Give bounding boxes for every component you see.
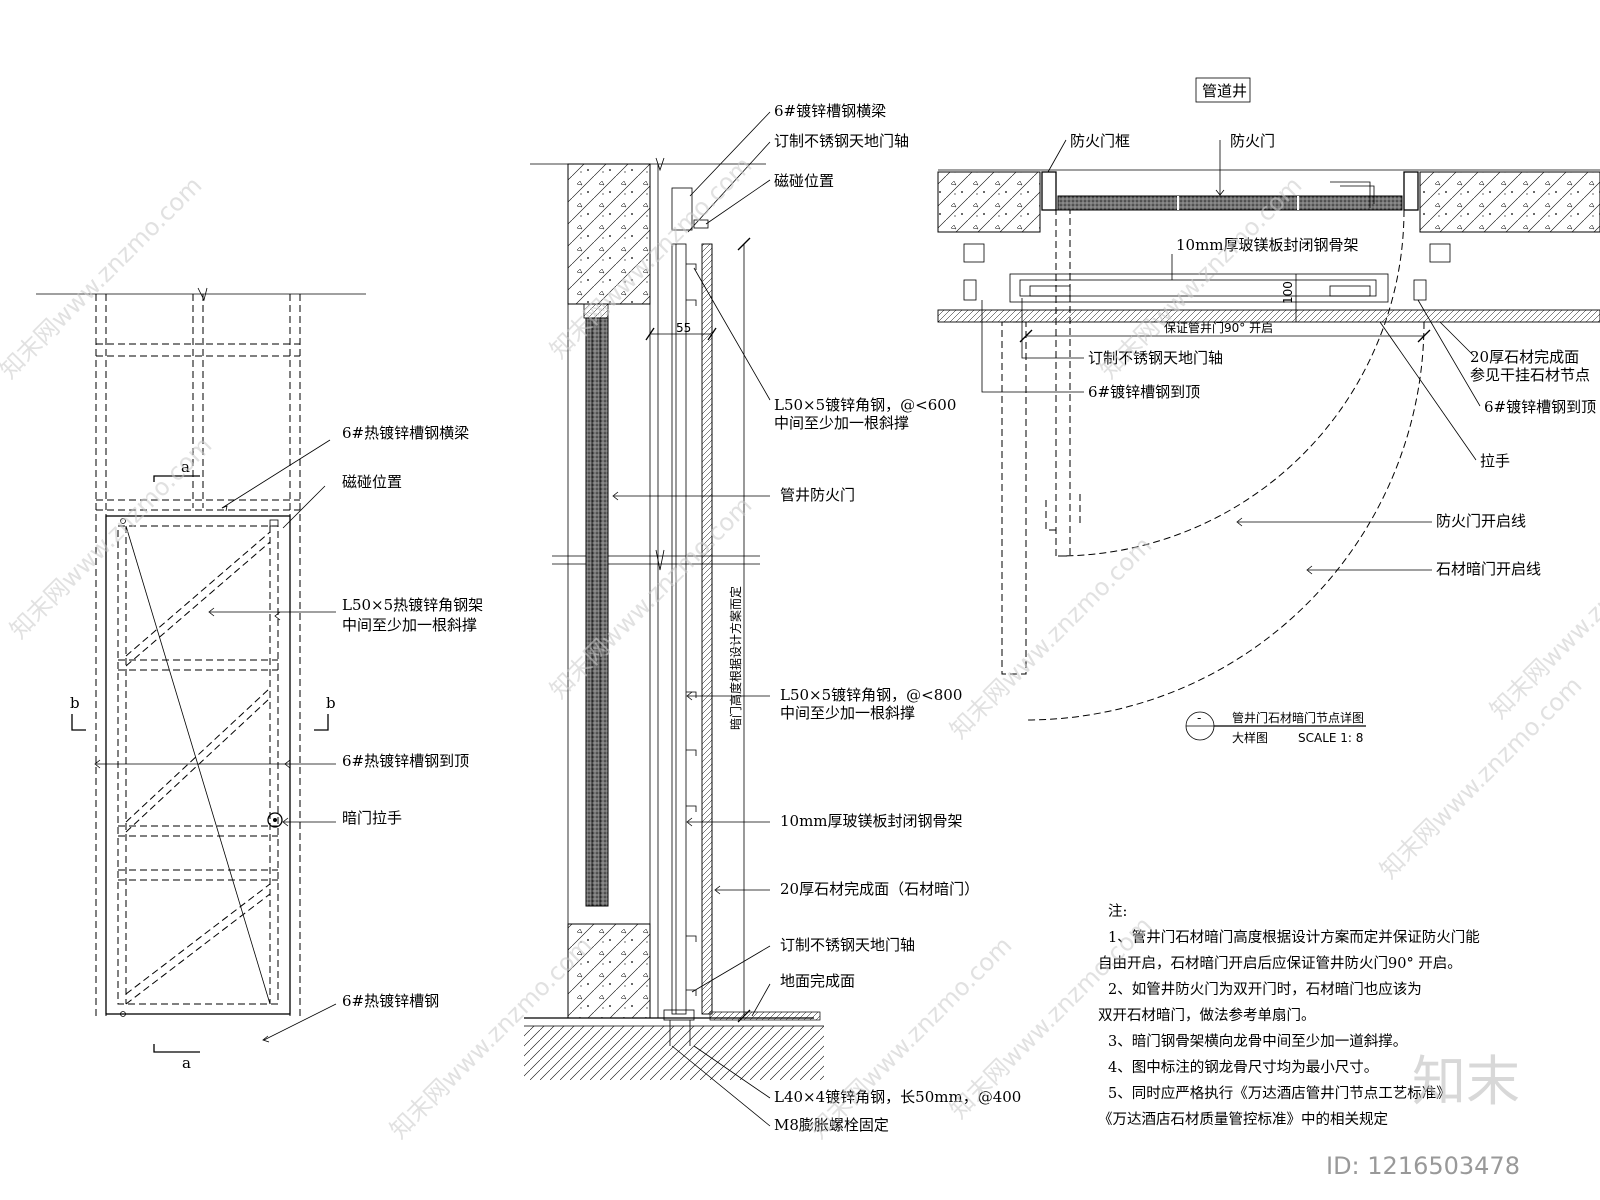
plan-title-box: 管道井 bbox=[1202, 82, 1247, 100]
label-fire-door-swing: 防火门开启线 bbox=[1436, 512, 1526, 530]
label-plan-channel-right: 6#镀锌槽钢到顶 bbox=[1484, 398, 1596, 416]
door-elevation: a a b b 6#热镀锌槽钢横梁 磁碰位置 L50×5热镀锌角钢架 中间至少加… bbox=[36, 287, 483, 1072]
label-plan-stone-2: 参见干挂石材节点 bbox=[1470, 366, 1590, 384]
label-angle-600: L50×5镀锌角钢，@<600 bbox=[774, 396, 956, 414]
watermark-9: 知末网www.znzmo.com bbox=[944, 531, 1157, 744]
image-id: ID: 1216503478 bbox=[1326, 1152, 1520, 1180]
section-mark-b-right: b bbox=[326, 694, 336, 712]
label-galv-beam: 6#镀锌槽钢横梁 bbox=[774, 102, 886, 120]
label-plan-handle: 拉手 bbox=[1480, 452, 1510, 470]
label-fire-door: 管井防火门 bbox=[780, 486, 855, 504]
label-plan-stone: 20厚石材完成面 bbox=[1470, 348, 1579, 366]
detail-sub: 大样图 bbox=[1232, 730, 1268, 745]
label-channel: 6#热镀锌槽钢 bbox=[342, 992, 439, 1010]
detail-scale: SCALE 1: 8 bbox=[1298, 731, 1363, 745]
label-fire-door-frame: 防火门框 bbox=[1070, 132, 1130, 150]
door-section: 暗门高度根据设计方案而定 55 6#镀锌槽钢横梁 订制不锈钢天地门轴 磁碰位置 … bbox=[524, 102, 1021, 1134]
label-plan-fire-door: 防火门 bbox=[1230, 132, 1275, 150]
label-magnet-position: 磁碰位置 bbox=[342, 473, 402, 491]
label-hot-galv-beam: 6#热镀锌槽钢横梁 bbox=[342, 424, 469, 442]
label-pivot-top: 订制不锈钢天地门轴 bbox=[774, 132, 909, 150]
label-stone-face: 20厚石材完成面（石材暗门） bbox=[780, 880, 979, 898]
watermark-5: 知末网www.znzmo.com bbox=[544, 491, 757, 704]
label-plan-pivot: 订制不锈钢天地门轴 bbox=[1088, 349, 1223, 367]
label-angle-800-2: 中间至少加一根斜撑 bbox=[780, 704, 915, 722]
note-line-8: 《万达酒店石材质量管控标准》中的相关规定 bbox=[1098, 1111, 1388, 1128]
door-plan: 管道井 100 保证管井门90° 开启 bbox=[937, 77, 1600, 745]
watermark-6: 知末网www.znzmo.com bbox=[804, 931, 1017, 1144]
section-mark-a-bottom: a bbox=[182, 1054, 191, 1072]
note-line-5: 3、暗门钢骨架横向龙骨中间至少加一道斜撑。 bbox=[1108, 1033, 1407, 1050]
note-line-2: 自由开启，石材暗门开启后应保证管井防火门90° 开启。 bbox=[1098, 954, 1462, 972]
detail-title-block: - 管井门石材暗门节点详图 大样图 SCALE 1: 8 bbox=[1185, 710, 1366, 745]
detail-name: 管井门石材暗门节点详图 bbox=[1232, 710, 1364, 725]
section-mark-b-left: b bbox=[70, 694, 80, 712]
label-angle-800: L50×5镀锌角钢，@<800 bbox=[780, 686, 962, 704]
label-channel-to-top: 6#热镀锌槽钢到顶 bbox=[342, 752, 469, 770]
detail-number: - bbox=[1197, 711, 1201, 725]
note-line-6: 4、图中标注的钢龙骨尺寸均为最小尺寸。 bbox=[1108, 1059, 1378, 1076]
label-pivot-bottom: 订制不锈钢天地门轴 bbox=[780, 936, 915, 954]
label-bolt: M8膨胀螺栓固定 bbox=[774, 1116, 889, 1134]
note-line-7: 5、同时应严格执行《万达酒店管井门节点工艺标准》 bbox=[1108, 1084, 1451, 1102]
note-line-3: 2、如管井防火门为双开门时，石材暗门也应该为 bbox=[1108, 980, 1422, 998]
label-floor-finish: 地面完成面 bbox=[780, 972, 855, 990]
label-plan-mgo: 10mm厚玻镁板封闭钢骨架 bbox=[1176, 236, 1359, 254]
label-angle-600-2: 中间至少加一根斜撑 bbox=[774, 414, 909, 432]
notes-block: 注: 1、管井门石材暗门高度根据设计方案而定并保证防火门能 自由开启，石材暗门开… bbox=[1098, 903, 1480, 1128]
label-hidden-door-handle: 暗门拉手 bbox=[342, 809, 402, 827]
label-angle-frame-2: 中间至少加一根斜撑 bbox=[342, 616, 477, 634]
label-mgo-board: 10mm厚玻镁板封闭钢骨架 bbox=[780, 812, 963, 830]
label-angle-frame: L50×5热镀锌角钢架 bbox=[342, 596, 483, 614]
watermark-2: 知末网www.znzmo.com bbox=[4, 431, 217, 644]
label-plan-channel-left: 6#镀锌槽钢到顶 bbox=[1088, 383, 1200, 401]
watermark-10: 知末网www.znzmo.com bbox=[1374, 671, 1587, 884]
label-open-90: 保证管井门90° 开启 bbox=[1164, 320, 1273, 335]
section-mark-a-top: a bbox=[181, 458, 190, 476]
dimension-55: 55 bbox=[676, 321, 691, 335]
label-angle-40: L40×4镀锌角钢，长50mm，@400 bbox=[774, 1088, 1021, 1106]
dimension-100: 100 bbox=[1281, 281, 1295, 304]
label-stone-door-swing: 石材暗门开启线 bbox=[1436, 560, 1541, 578]
watermark-1: 知末网www.znzmo.com bbox=[0, 171, 207, 384]
vertical-dimension-note: 暗门高度根据设计方案而定 bbox=[728, 586, 743, 730]
brand-watermark: 知末 bbox=[1412, 1050, 1520, 1113]
note-line-4: 双开石材暗门，做法参考单扇门。 bbox=[1098, 1007, 1316, 1024]
label-magnet: 磁碰位置 bbox=[774, 172, 834, 190]
notes-heading: 注: bbox=[1108, 903, 1127, 920]
note-line-1: 1、管井门石材暗门高度根据设计方案而定并保证防火门能 bbox=[1108, 928, 1480, 946]
